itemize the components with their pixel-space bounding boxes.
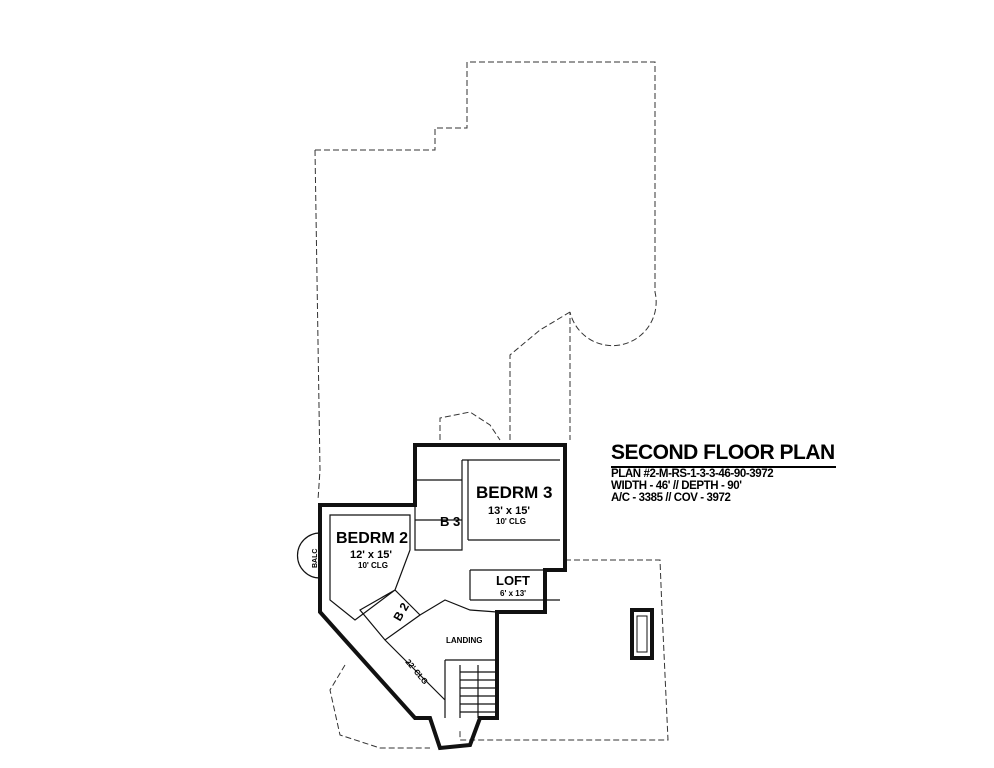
chimney (630, 608, 654, 660)
landing-label: LANDING (446, 636, 482, 645)
first-floor-outline (314, 61, 657, 501)
interior-walls (329, 459, 565, 718)
bedroom2-ceiling: 10' CLG (358, 561, 388, 570)
plan-title: SECOND FLOOR PLAN (611, 441, 836, 468)
loft-size: 6' x 13' (500, 589, 526, 598)
bedroom2-size: 12' x 15' (350, 549, 392, 561)
balcony-label: BALC (312, 549, 319, 568)
plan-dimensions: WIDTH - 46' // DEPTH - 90' (611, 480, 742, 492)
plan-number: PLAN #2-M-RS-1-3-3-46-90-3972 (611, 468, 774, 480)
balcony-arc (296, 532, 321, 579)
loft-label: LOFT (496, 573, 530, 588)
bath3-label: B 3 (440, 514, 460, 529)
bedroom2-label: BEDRM 2 (336, 530, 408, 547)
title-block: SECOND FLOOR PLAN PLAN #2-M-RS-1-3-3-46-… (611, 441, 836, 504)
bedroom3-size: 13' x 15' (488, 505, 530, 517)
stair-ceiling-label: 22' CLG (403, 658, 429, 687)
garage-outline (329, 559, 669, 749)
entry-outline (439, 411, 501, 441)
bedroom3-ceiling: 10' CLG (496, 517, 526, 526)
bedroom3-label: BEDRM 3 (476, 483, 553, 502)
plan-area: A/C - 3385 // COV - 3972 (611, 492, 731, 504)
stairs (459, 665, 497, 718)
